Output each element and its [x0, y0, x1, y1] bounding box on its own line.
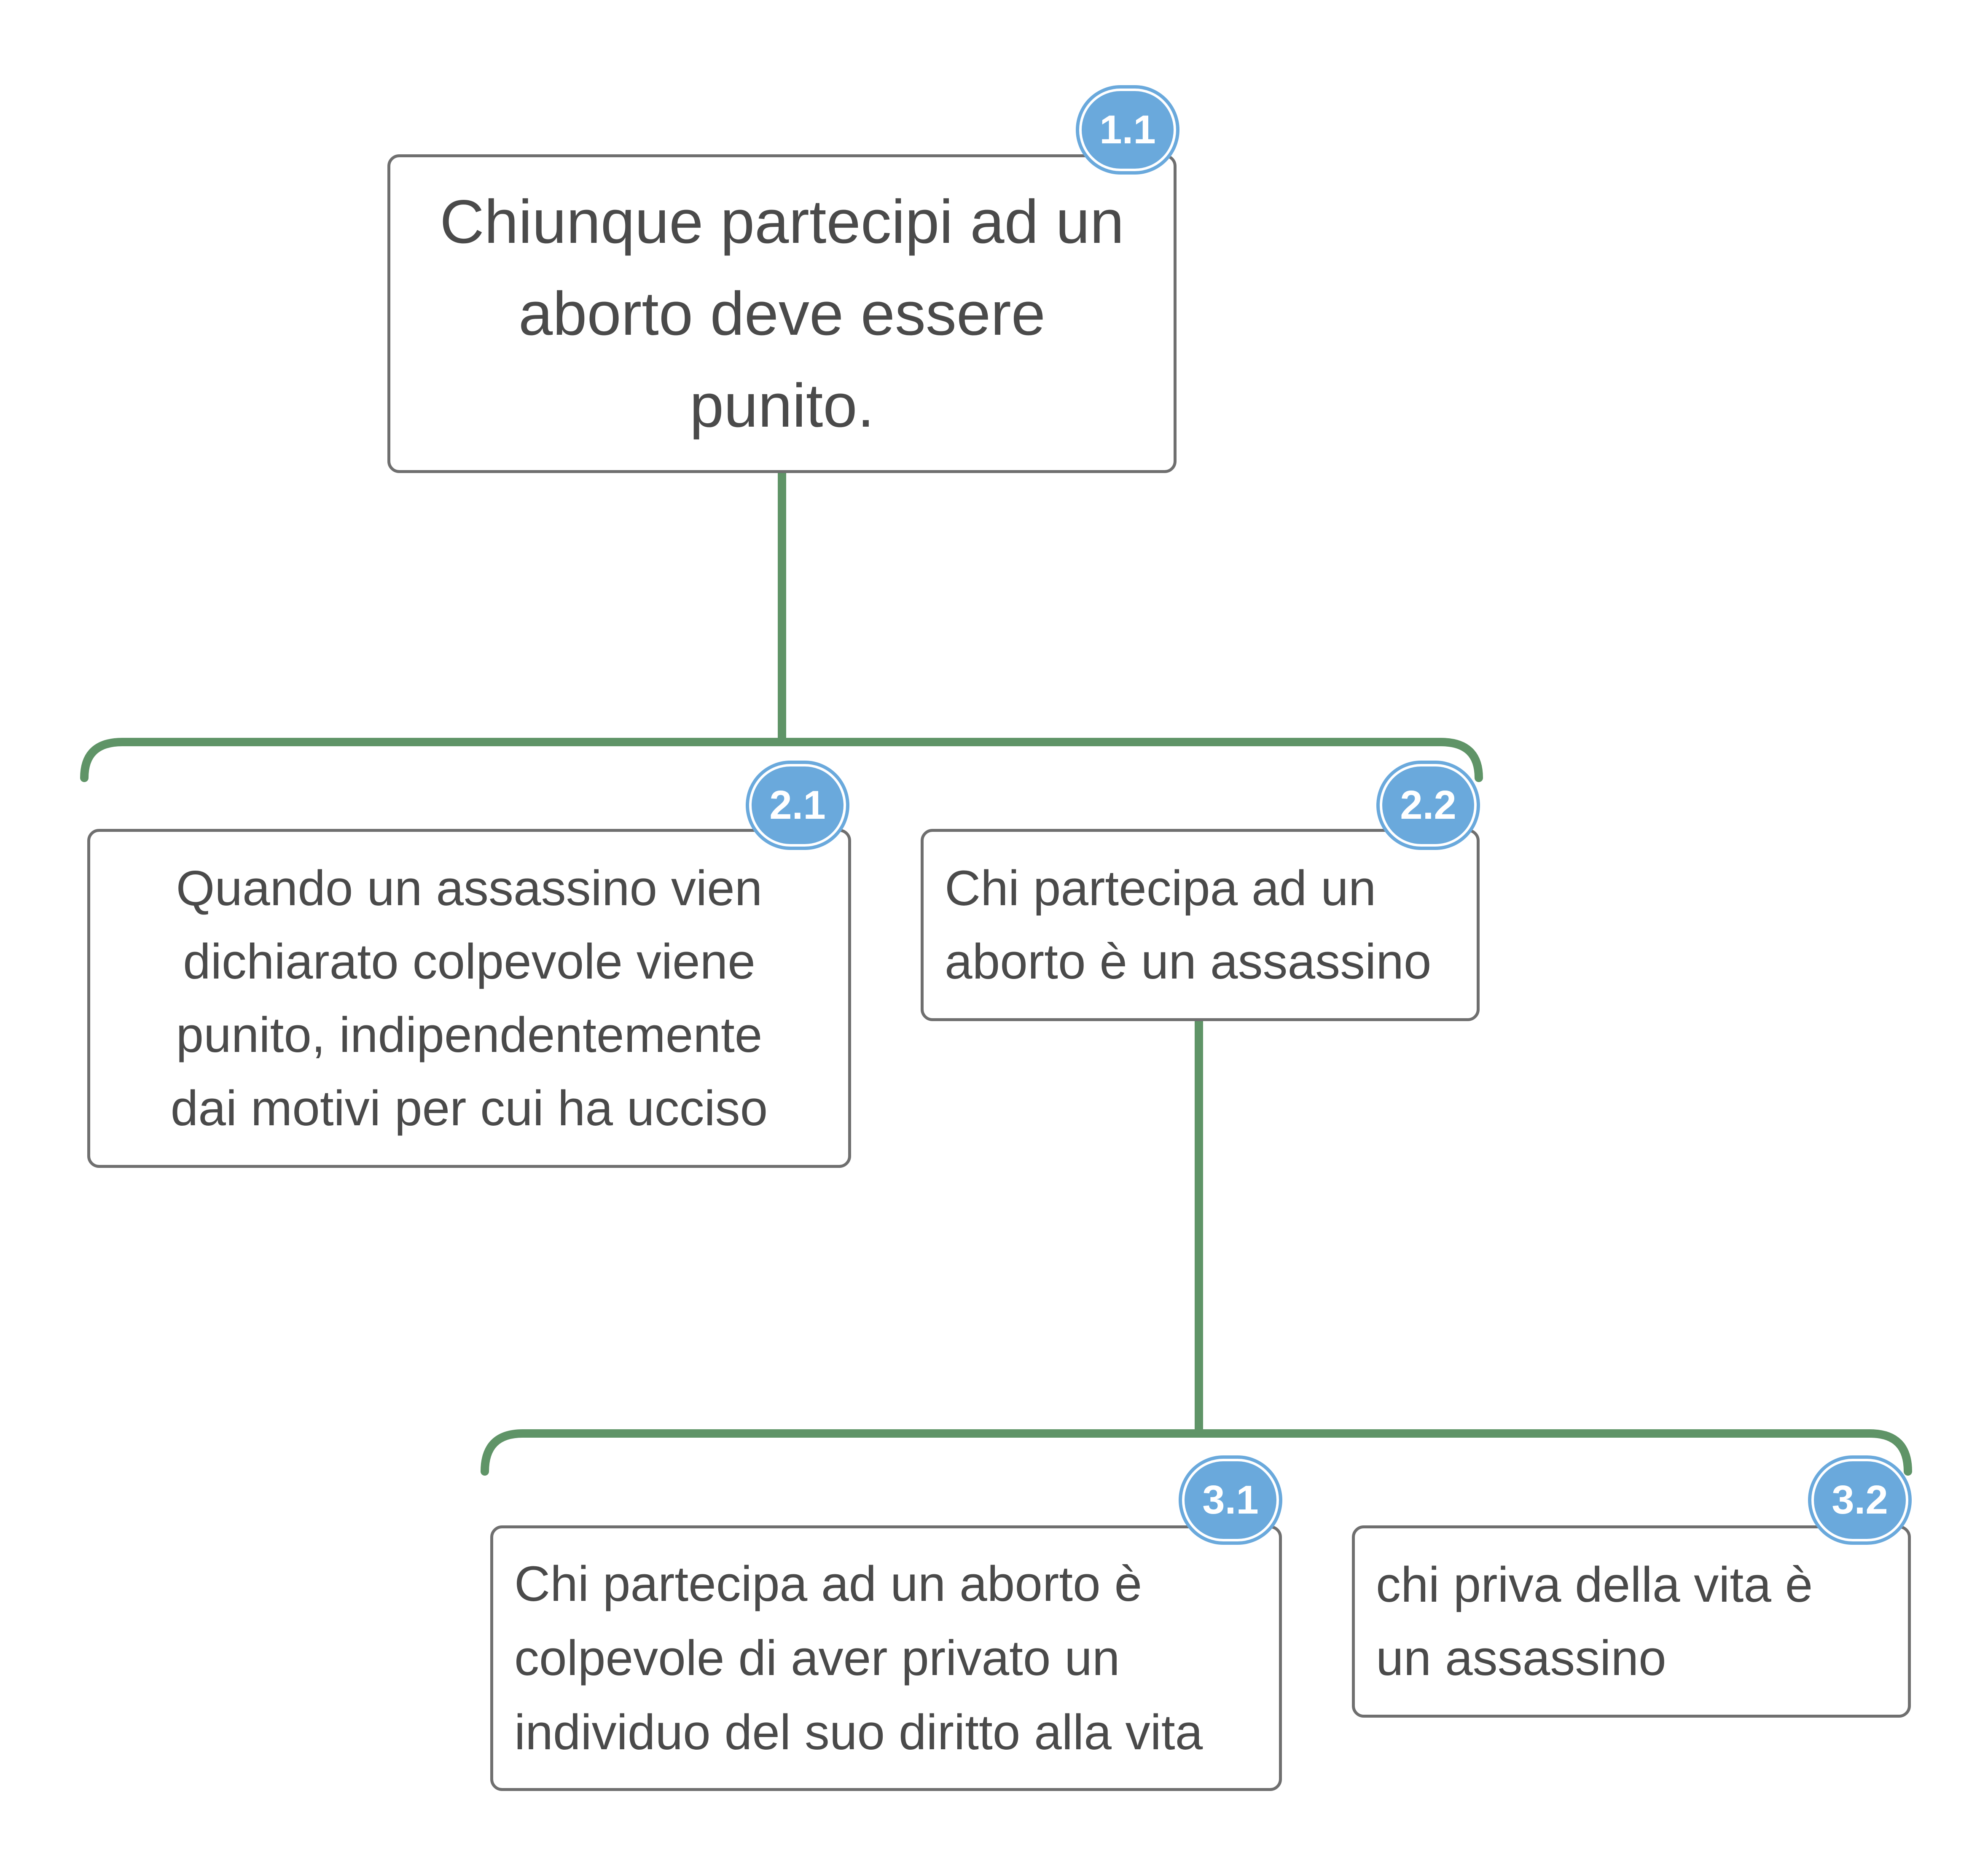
premise-text-3-2: chi priva della vita è un assassino [1376, 1557, 1813, 1686]
connector-bracket-level-2 [80, 738, 1483, 782]
claim-text-1-1: Chiunque partecipi ad un aborto deve ess… [440, 187, 1124, 440]
premise-text-2-1: Quando un assassino vien dichiarato colp… [170, 861, 768, 1136]
premise-node-2-2[interactable]: Chi partecipa ad un aborto è un assassin… [921, 829, 1480, 1021]
node-number-badge-1-1: 1.1 [1079, 89, 1176, 171]
premise-text-3-1: Chi partecipa ad un aborto è colpevole d… [514, 1556, 1203, 1760]
claim-node-1-1[interactable]: Chiunque partecipi ad un aborto deve ess… [387, 154, 1177, 473]
node-number-badge-2-1: 2.1 [749, 764, 846, 847]
node-number-badge-3-2: 3.2 [1811, 1459, 1908, 1541]
node-number-badge-2-2: 2.2 [1380, 764, 1477, 847]
connector-bracket-level-3 [481, 1429, 1912, 1476]
premise-node-3-2[interactable]: chi priva della vita è un assassino [1352, 1525, 1911, 1718]
premise-node-2-1[interactable]: Quando un assassino vien dichiarato colp… [87, 829, 851, 1168]
node-number-badge-3-1: 3.1 [1182, 1459, 1279, 1541]
premise-text-2-2: Chi partecipa ad un aborto è un assassin… [945, 861, 1432, 990]
premise-node-3-1[interactable]: Chi partecipa ad un aborto è colpevole d… [490, 1525, 1282, 1791]
